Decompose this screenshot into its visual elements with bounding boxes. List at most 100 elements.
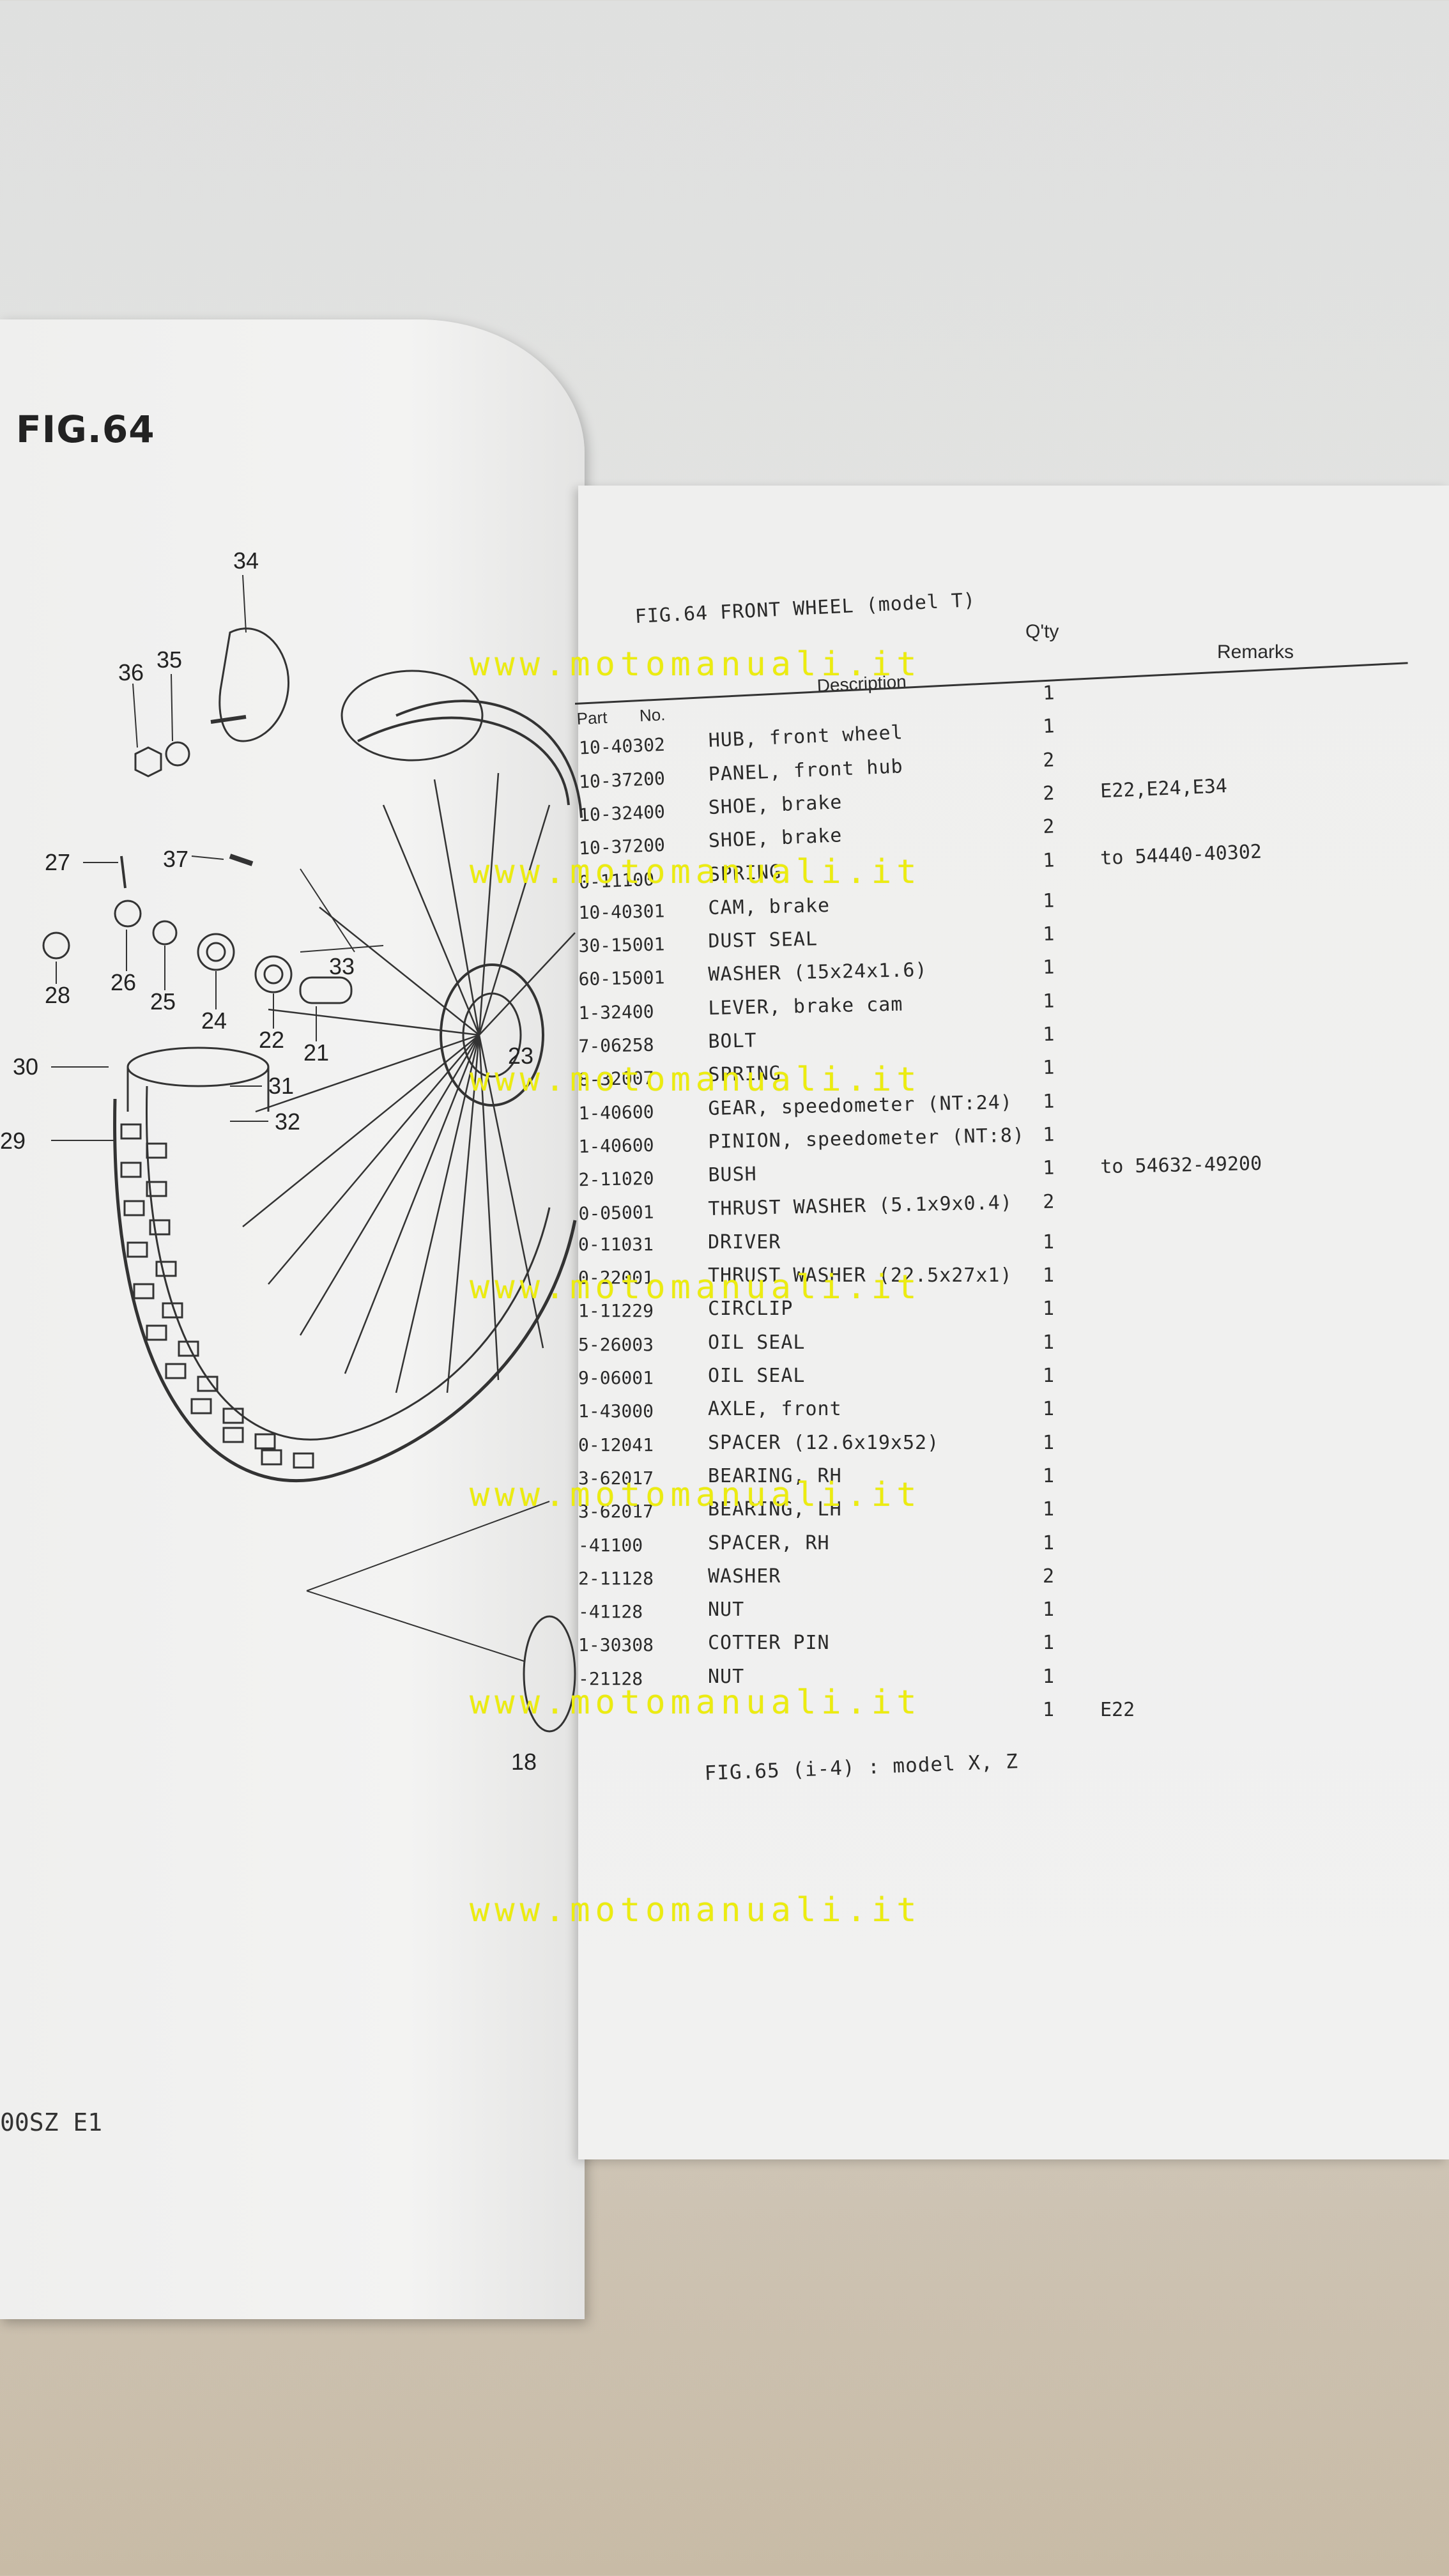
left-page (0, 319, 585, 2319)
footnote: FIG.65 (i-4) : model X, Z (704, 1750, 1019, 1785)
watermark: www.motomanuali.it (470, 1476, 922, 1514)
part-quantity: 1 (1042, 1023, 1055, 1046)
callout-21: 21 (303, 1039, 329, 1066)
part-quantity: 1 (1042, 1123, 1055, 1146)
figure-title: FIG.64 (16, 408, 155, 451)
part-number: 1-11229 (578, 1300, 654, 1322)
part-number: 0-05001 (578, 1201, 654, 1224)
part-quantity: 1 (1043, 1230, 1055, 1254)
part-quantity: 1 (1043, 1264, 1055, 1287)
part-number: 1-40600 (578, 1134, 654, 1158)
part-number: 1-40600 (578, 1101, 654, 1124)
callout-33: 33 (329, 953, 355, 979)
callout-22: 22 (259, 1027, 284, 1053)
part-number: 60-15001 (578, 967, 665, 990)
part-quantity: 1 (1042, 682, 1055, 705)
part-remarks: to 54632-49200 (1100, 1153, 1262, 1179)
part-description: BOLT (708, 1029, 758, 1053)
part-quantity: 1 (1043, 1298, 1055, 1321)
part-quantity: 2 (1042, 1190, 1055, 1213)
callout-32: 32 (275, 1108, 300, 1135)
column-header-remarks: Remarks (1217, 641, 1294, 663)
part-quantity: 1 (1042, 848, 1055, 872)
part-quantity: 1 (1043, 1398, 1055, 1421)
watermark: www.motomanuali.it (470, 853, 922, 891)
tire-tread (120, 1123, 314, 1469)
spacer-21 (299, 976, 353, 1004)
part-description: NUT (708, 1598, 745, 1621)
callout-29: 29 (0, 1128, 26, 1154)
part-number: 10-32400 (578, 801, 666, 826)
tire-outline (113, 1098, 577, 1483)
callout-30: 30 (13, 1054, 38, 1080)
part-quantity: 1 (1043, 1632, 1055, 1655)
bearing-24 (197, 933, 235, 971)
part-number: 10-40302 (578, 734, 666, 759)
part-number: 30-15001 (578, 933, 665, 957)
part-description: SPACER (12.6x19x52) (708, 1431, 940, 1454)
part-number: 10-40301 (578, 900, 665, 924)
hub-cap-18 (523, 1615, 576, 1733)
callout-31: 31 (268, 1073, 294, 1099)
callout-26: 26 (111, 969, 136, 995)
part-number: 3-62017 (578, 1467, 654, 1489)
callout-25: 25 (150, 988, 176, 1015)
part-quantity: 2 (1042, 782, 1055, 805)
part-description: AXLE, front (708, 1398, 842, 1421)
part-description: DRIVER (708, 1230, 781, 1254)
part-description: THRUST WASHER (22.5x27x1) (708, 1264, 1013, 1287)
part-description: BEARING, RH (708, 1464, 842, 1487)
part-quantity: 1 (1042, 889, 1055, 912)
part-quantity: 1 (1043, 1699, 1055, 1721)
callout-18: 18 (511, 1749, 537, 1775)
callout-36: 36 (118, 659, 144, 686)
part-number: 0-22001 (578, 1267, 654, 1289)
part-description: THRUST WASHER (5.1x9x0.4) (708, 1191, 1013, 1220)
part-quantity: 1 (1043, 1365, 1055, 1387)
nut-26 (114, 900, 142, 928)
part-description: HUB, front wheel (708, 721, 904, 753)
part-description: SHOE, brake (708, 791, 843, 819)
part-description: SHOE, brake (708, 824, 843, 853)
nut-28 (42, 931, 70, 960)
part-description: WASHER (15x24x1.6) (708, 959, 928, 986)
callout-34: 34 (233, 549, 259, 574)
part-number: -41128 (578, 1601, 643, 1623)
part-description: COTTER PIN (708, 1632, 830, 1655)
part-quantity: 1 (1042, 956, 1055, 979)
part-number: 0-12041 (578, 1434, 654, 1455)
part-quantity: 1 (1043, 1531, 1055, 1554)
part-quantity: 1 (1042, 715, 1055, 739)
part-number: 5-26003 (578, 1333, 654, 1355)
watermark: www.motomanuali.it (470, 1268, 922, 1307)
hub (440, 963, 544, 1107)
part-description: BEARING, LH (708, 1498, 842, 1521)
part-description: WASHER (708, 1565, 781, 1588)
page-footer-code: 00SZ E1 (0, 2108, 103, 2136)
part-number: 0-11031 (578, 1233, 654, 1255)
part-quantity: 1 (1042, 1156, 1055, 1180)
bolt-37 (229, 854, 254, 866)
part-number: 2-11128 (578, 1567, 654, 1589)
part-description: CIRCLIP (708, 1298, 793, 1321)
part-quantity: 1 (1043, 1331, 1055, 1354)
rim (357, 700, 583, 818)
brake-panel (218, 627, 289, 742)
parts-row: 1-11229 CIRCLIP 1 (0, 1296, 1449, 1328)
part-quantity: 1 (1042, 1056, 1055, 1080)
part-quantity: 2 (1042, 748, 1055, 772)
seal-25 (152, 920, 178, 946)
heading-fig: FIG.64 (634, 602, 709, 628)
